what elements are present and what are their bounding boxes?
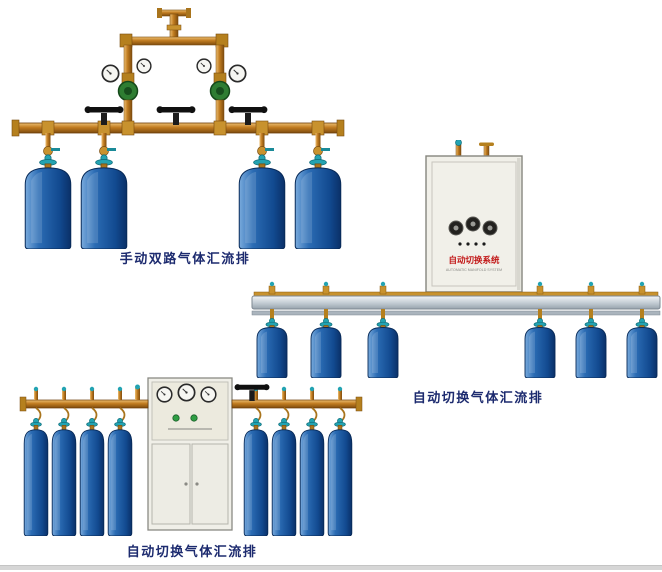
cabinet-subtitle-text: AUTOMATIC MANIFOLD SYSTEM bbox=[446, 268, 502, 272]
pressure-gauge bbox=[200, 386, 217, 403]
cabinet-title-text: 自动切换系统 bbox=[448, 255, 500, 265]
cabinet-top-valves bbox=[455, 140, 494, 158]
gas-cylinder bbox=[80, 154, 128, 249]
gas-cylinder bbox=[23, 418, 49, 536]
hand-valve bbox=[156, 106, 196, 125]
caption-manual-dual-manifold: 手动双路气体汇流排 bbox=[119, 251, 251, 266]
upper-header-pipe bbox=[119, 33, 229, 76]
pressure-gauge bbox=[136, 58, 152, 74]
gas-cylinder bbox=[107, 418, 133, 536]
control-cabinet: 自动切换系统 AUTOMATIC MANIFOLD SYSTEM bbox=[425, 155, 523, 293]
gas-cylinder bbox=[271, 418, 297, 536]
hand-valve bbox=[234, 384, 270, 401]
page-bottom-divider bbox=[0, 565, 662, 570]
pressure-regulator-left bbox=[101, 58, 152, 126]
pressure-regulator-right bbox=[196, 58, 247, 126]
pressure-gauge bbox=[101, 64, 120, 83]
gas-cylinder bbox=[327, 418, 353, 536]
auto-switch-manifold-bottom-illustration bbox=[19, 377, 363, 536]
bottom-cabinet bbox=[147, 377, 233, 531]
caption-auto-switch-right: 自动切换气体汇流排 bbox=[412, 390, 544, 405]
pressure-gauge bbox=[156, 386, 173, 403]
gas-cylinder bbox=[51, 418, 77, 536]
right-manifold-pipe bbox=[231, 386, 363, 412]
gas-cylinder bbox=[299, 418, 325, 536]
gas-cylinder bbox=[575, 318, 607, 378]
left-manifold-pipe bbox=[19, 384, 149, 412]
pressure-gauge bbox=[196, 58, 212, 74]
gas-cylinder bbox=[524, 318, 556, 378]
auto-switch-manifold-right-illustration: 自动切换系统 AUTOMATIC MANIFOLD SYSTEM bbox=[251, 140, 661, 378]
gas-cylinder bbox=[79, 418, 105, 536]
gas-cylinder bbox=[626, 318, 658, 378]
manifold-rail bbox=[251, 291, 661, 316]
cylinder-drop bbox=[43, 133, 330, 156]
manual-dual-manifold-illustration bbox=[11, 8, 345, 249]
top-inlet-pipe bbox=[157, 8, 191, 41]
cylinder-stations bbox=[268, 281, 646, 321]
pressure-gauge bbox=[177, 383, 196, 402]
hand-valve bbox=[84, 106, 124, 125]
gas-cylinder bbox=[367, 318, 399, 378]
caption-auto-switch-bottom: 自动切换气体汇流排 bbox=[126, 544, 258, 559]
pressure-gauge bbox=[228, 64, 247, 83]
gas-cylinder bbox=[24, 154, 72, 249]
gas-cylinder bbox=[243, 418, 269, 536]
